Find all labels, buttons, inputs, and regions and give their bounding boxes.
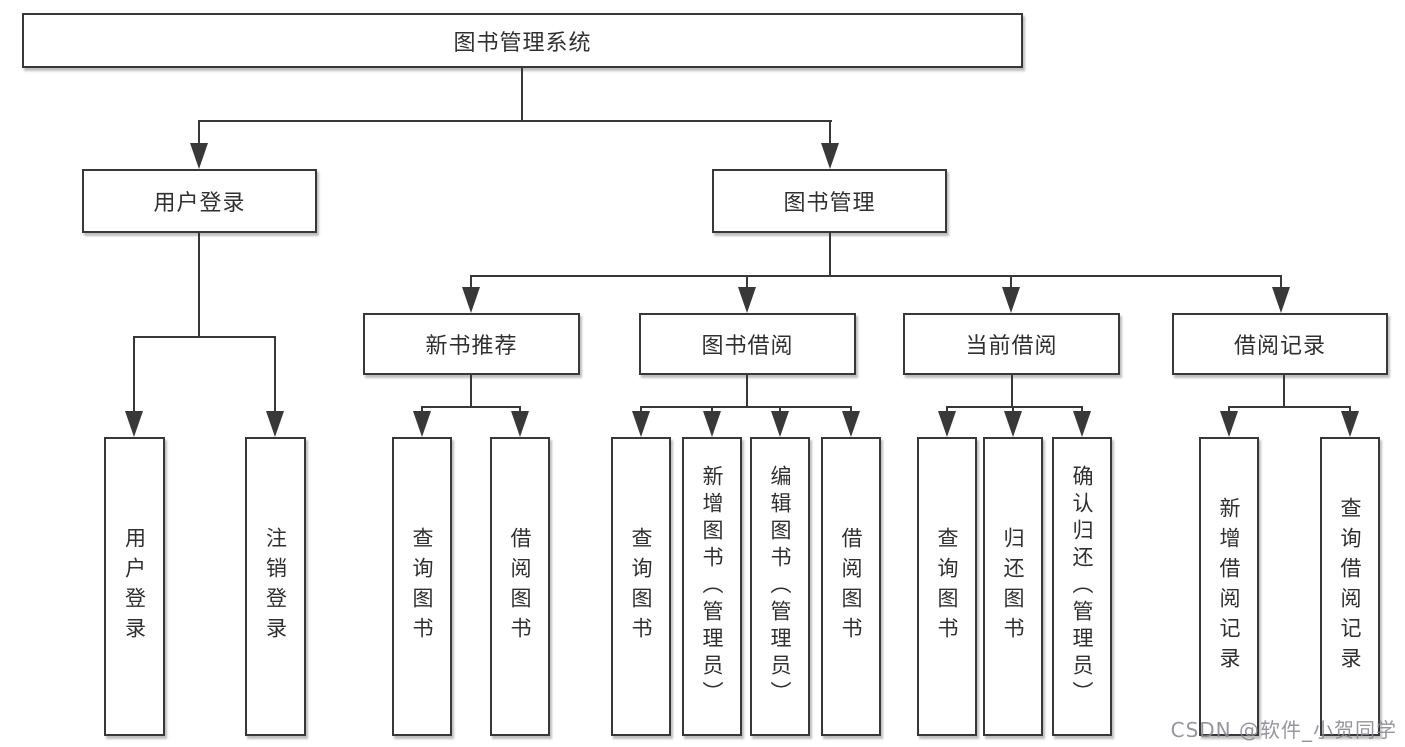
leaf-return-books: 归还图书 (983, 437, 1043, 736)
connector-userlogin-stem (198, 233, 200, 338)
node-label: 借阅图书 (839, 526, 863, 647)
arrowhead (1002, 287, 1020, 313)
connector-drop-book-management (829, 120, 831, 148)
connector-userlogin-rail (133, 336, 276, 338)
node-label: 新增图书（管理员） (700, 465, 724, 708)
node-label: 注销登录 (263, 526, 288, 647)
connector-drop-leaf (274, 336, 276, 414)
leaf-edit-books-admin: 编辑图书（管理员） (750, 437, 810, 736)
csdn-watermark: CSDN @软件_小贺同学 (1170, 718, 1397, 742)
leaf-user-login: 用户登录 (104, 437, 165, 736)
leaf-borrow-books: 借阅图书 (821, 437, 881, 736)
arrowhead (413, 411, 431, 437)
arrowhead (632, 411, 650, 437)
arrowhead (771, 411, 789, 437)
node-label: 确认归还（管理员） (1070, 465, 1094, 708)
node-label: 当前借阅 (965, 334, 1058, 359)
leaf-query-books-recommend: 查询图书 (392, 437, 452, 736)
node-root-system: 图书管理系统 (22, 13, 1023, 68)
node-label: 借阅图书 (508, 526, 532, 647)
node-borrowing-records: 借阅记录 (1172, 313, 1388, 375)
arrowhead (1004, 411, 1022, 437)
node-label: 归还图书 (1001, 526, 1025, 647)
node-label: 用户登录 (153, 191, 246, 216)
connector-borrowing-stem (746, 375, 748, 408)
connector-recommend-rail (421, 406, 521, 408)
leaf-add-borrow-record: 新增借阅记录 (1199, 437, 1259, 736)
node-label: 图书借阅 (701, 334, 794, 359)
node-book-borrowing: 图书借阅 (639, 313, 856, 375)
arrowhead (1220, 411, 1238, 437)
node-label: 图书管理 (783, 191, 876, 216)
leaf-add-books-admin: 新增图书（管理员） (682, 437, 742, 736)
connector-bookmgmt-rail (470, 275, 1282, 277)
node-label: 查询图书 (410, 526, 434, 647)
arrowhead (190, 143, 208, 169)
node-label: 查询图书 (935, 526, 959, 647)
connector-borrowing-rail (640, 406, 852, 408)
arrowhead (703, 411, 721, 437)
connector-root-rail (198, 120, 832, 122)
arrowhead (266, 411, 284, 437)
connector-bookmgmt-stem (829, 233, 831, 277)
node-new-book-recommend: 新书推荐 (363, 313, 580, 375)
leaf-confirm-return-admin: 确认归还（管理员） (1052, 437, 1112, 736)
connector-recommend-stem (470, 375, 472, 408)
arrowhead (1341, 411, 1359, 437)
node-label: 借阅记录 (1233, 334, 1326, 359)
node-book-management: 图书管理 (712, 169, 947, 233)
connector-drop-level3 (1280, 275, 1282, 289)
arrowhead (1272, 287, 1290, 313)
node-label: 新书推荐 (425, 334, 518, 359)
arrowhead (511, 411, 529, 437)
connector-current-rail (946, 406, 1083, 408)
connector-root-stem (521, 68, 523, 122)
connector-drop-level3 (746, 275, 748, 289)
connector-records-rail (1228, 406, 1351, 408)
leaf-logout: 注销登录 (245, 437, 306, 736)
node-label: 用户登录 (122, 526, 147, 647)
arrowhead (938, 411, 956, 437)
connector-drop-level3 (1010, 275, 1012, 289)
node-label: 查询借阅记录 (1338, 496, 1362, 677)
connector-drop-level3 (470, 275, 472, 289)
node-user-login: 用户登录 (82, 169, 317, 233)
leaf-query-books-current: 查询图书 (917, 437, 977, 736)
arrowhead (821, 143, 839, 169)
leaf-query-borrow-record: 查询借阅记录 (1320, 437, 1380, 736)
connector-current-stem (1011, 375, 1013, 408)
arrowhead (1073, 411, 1091, 437)
node-label: 查询图书 (629, 526, 653, 647)
arrowhead (738, 287, 756, 313)
node-label: 图书管理系统 (453, 30, 592, 56)
node-current-borrowing: 当前借阅 (903, 313, 1120, 375)
leaf-query-books-borrowing: 查询图书 (611, 437, 671, 736)
node-label: 新增借阅记录 (1217, 496, 1241, 677)
leaf-borrow-books-recommend: 借阅图书 (490, 437, 550, 736)
connector-records-stem (1283, 375, 1285, 408)
node-label: 编辑图书（管理员） (768, 465, 792, 708)
connector-drop-leaf (133, 336, 135, 414)
connector-drop-user-login (198, 120, 200, 148)
arrowhead (125, 411, 143, 437)
arrowhead (462, 287, 480, 313)
arrowhead (842, 411, 860, 437)
